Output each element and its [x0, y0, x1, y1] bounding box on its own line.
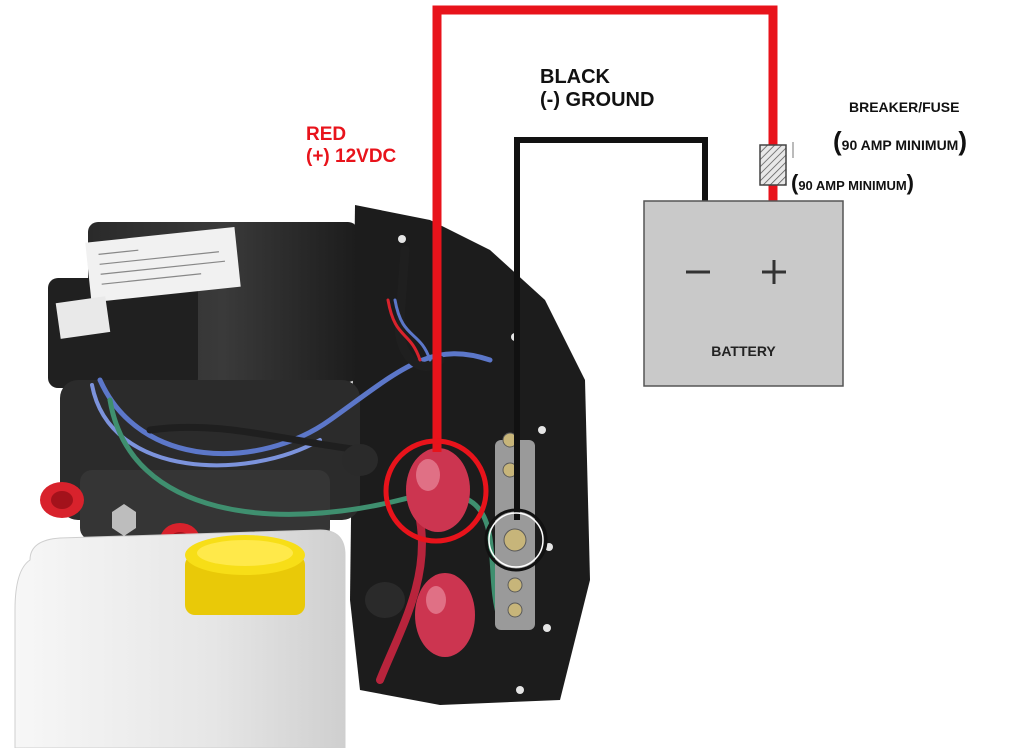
breaker-rating-text-2: 90 AMP MINIMUM [798, 178, 907, 193]
positive-wire-label: RED (+) 12VDC [306, 124, 396, 168]
breaker-title: BREAKER/FUSE [849, 99, 960, 115]
battery-label: BATTERY [711, 343, 776, 359]
red-label-line1: RED [306, 124, 347, 145]
ground-wire-label: BLACK (-) GROUND [540, 66, 654, 112]
breaker-rating: (90 AMP MINIMUM) [833, 126, 968, 156]
motor-tag [55, 296, 111, 339]
motor-sticker [85, 227, 241, 303]
red-label-line2: (+) 12VDC [306, 145, 397, 167]
positive-terminal-highlight [383, 438, 489, 544]
black-label-line2: (-) GROUND [540, 89, 655, 111]
battery [643, 200, 844, 387]
battery-plus-mark [762, 260, 786, 284]
plate-holes [398, 235, 553, 694]
breaker-rating-text: 90 AMP MINIMUM [841, 137, 959, 153]
breaker-fuse [759, 144, 787, 186]
breaker-rating-secondary: (90 AMP MINIMUM) [791, 170, 914, 195]
ground-terminal-highlight [484, 508, 548, 572]
terminal-strip [495, 432, 535, 630]
reservoir-cap [185, 535, 305, 615]
positive-wire [432, 5, 778, 452]
pump-assembly [14, 205, 590, 748]
black-label-line1: BLACK [540, 66, 610, 88]
terminal-boots [342, 444, 475, 657]
ground-wire [514, 137, 708, 520]
